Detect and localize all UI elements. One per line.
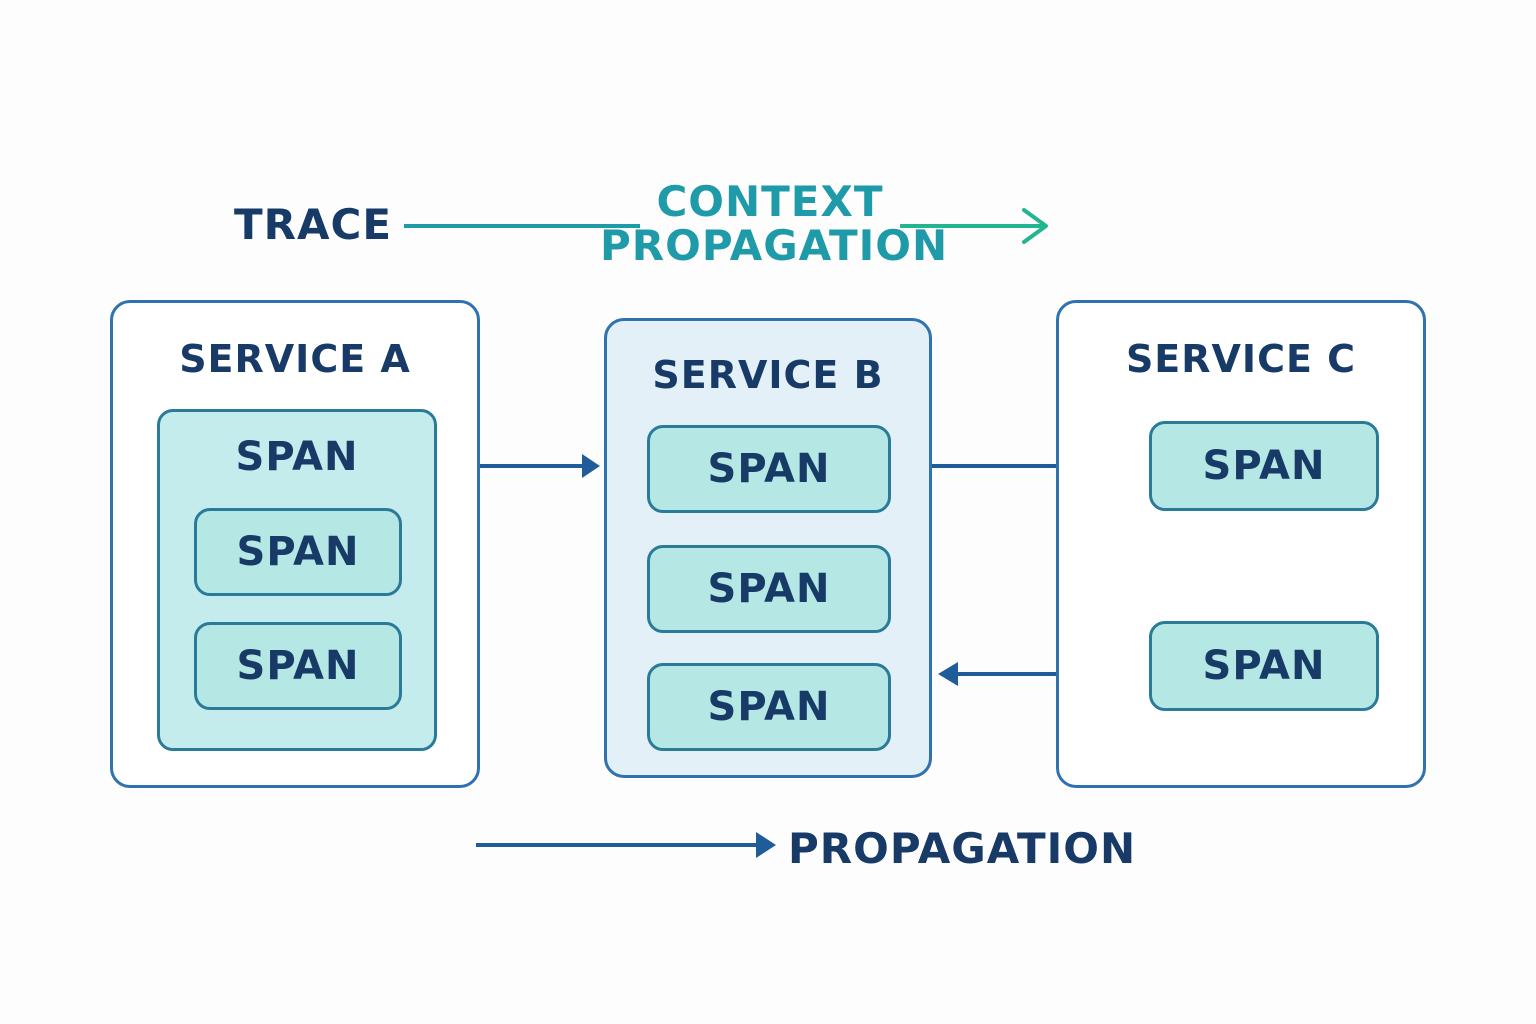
context-propagation-label: CONTEXT PROPAGATION bbox=[600, 177, 949, 270]
span-label: SPAN bbox=[1202, 643, 1326, 689]
span-label: SPAN bbox=[707, 566, 831, 612]
span-label: SPAN bbox=[236, 529, 360, 575]
service-c-box: SERVICE C SPAN SPAN bbox=[1056, 300, 1426, 788]
service-c-span-2: SPAN bbox=[1149, 621, 1379, 711]
span-label: SPAN bbox=[235, 434, 359, 480]
service-c-title: SERVICE C bbox=[1125, 337, 1357, 381]
arrowhead-c-to-b bbox=[938, 662, 958, 686]
context-arrowhead bbox=[1022, 208, 1048, 244]
service-c-span-1: SPAN bbox=[1149, 421, 1379, 511]
span-label: SPAN bbox=[707, 446, 831, 492]
service-b-span-1: SPAN bbox=[647, 425, 891, 513]
span-label: SPAN bbox=[1202, 443, 1326, 489]
service-b-title: SERVICE B bbox=[652, 353, 884, 397]
service-b-box: SERVICE B SPAN SPAN SPAN bbox=[604, 318, 932, 778]
bottom-arrowhead bbox=[756, 832, 776, 858]
arrowhead-a-to-b bbox=[582, 454, 600, 478]
service-a-title: SERVICE A bbox=[179, 337, 411, 381]
service-a-parent-span: SPAN SPAN SPAN bbox=[157, 409, 437, 751]
service-a-child-span-2: SPAN bbox=[194, 622, 402, 710]
service-b-span-2: SPAN bbox=[647, 545, 891, 633]
service-b-span-3: SPAN bbox=[647, 663, 891, 751]
span-label: SPAN bbox=[236, 643, 360, 689]
bottom-propagation-label: PROPAGATION bbox=[788, 824, 1137, 873]
trace-label: TRACE bbox=[234, 200, 393, 249]
service-a-box: SERVICE A SPAN SPAN SPAN bbox=[110, 300, 480, 788]
span-label: SPAN bbox=[707, 684, 831, 730]
service-a-child-span-1: SPAN bbox=[194, 508, 402, 596]
